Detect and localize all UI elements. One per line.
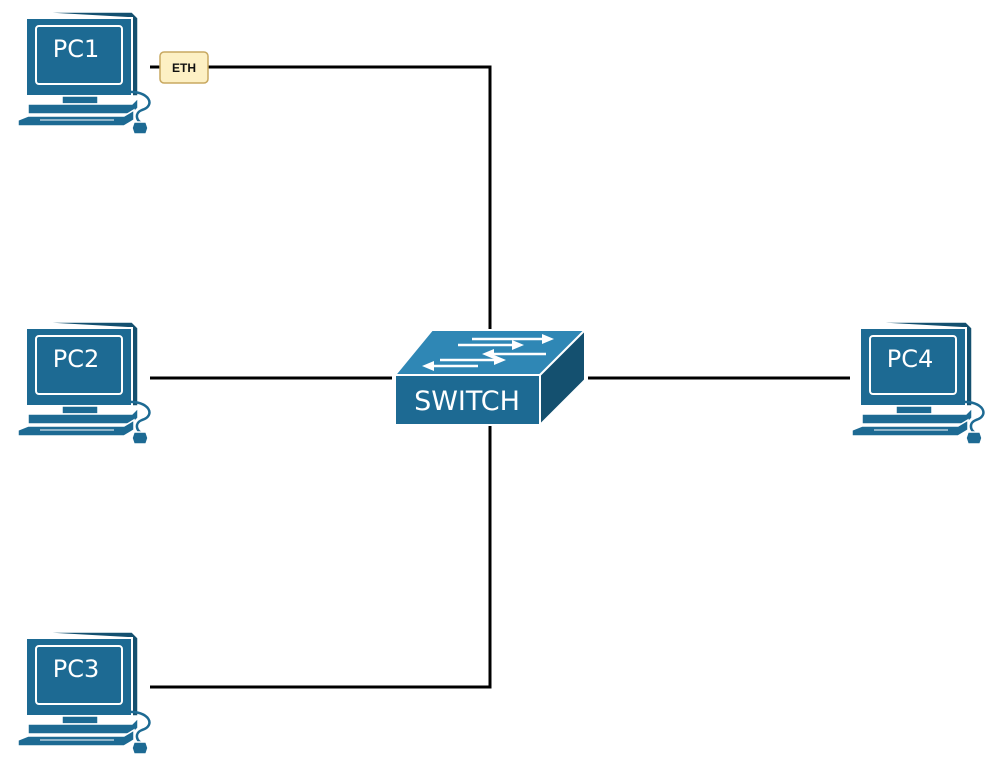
pc4-device[interactable]: PC4 [850, 320, 985, 446]
desktop-computer-icon [16, 10, 151, 136]
switch-device[interactable]: SWITCH [392, 327, 588, 428]
switch-label: SWITCH [414, 386, 520, 417]
desktop-computer-icon [16, 630, 151, 756]
pc1-device[interactable]: PC1 [16, 10, 151, 136]
pc2-label: PC2 [53, 345, 100, 373]
eth-tag-label: ETH [172, 61, 196, 75]
desktop-computer-icon [16, 320, 151, 446]
desktop-computer-icon [850, 320, 985, 446]
pc2-device[interactable]: PC2 [16, 320, 151, 446]
pc3-label: PC3 [53, 655, 100, 683]
link-pc3-switch [150, 425, 492, 689]
eth-tag: ETH [159, 51, 209, 84]
links [150, 65, 850, 689]
link-pc1-switch [150, 65, 492, 330]
pc4-label: PC4 [887, 345, 934, 373]
network-switch-icon [392, 327, 588, 428]
pc1-label: PC1 [53, 35, 100, 63]
pc3-device[interactable]: PC3 [16, 630, 151, 756]
